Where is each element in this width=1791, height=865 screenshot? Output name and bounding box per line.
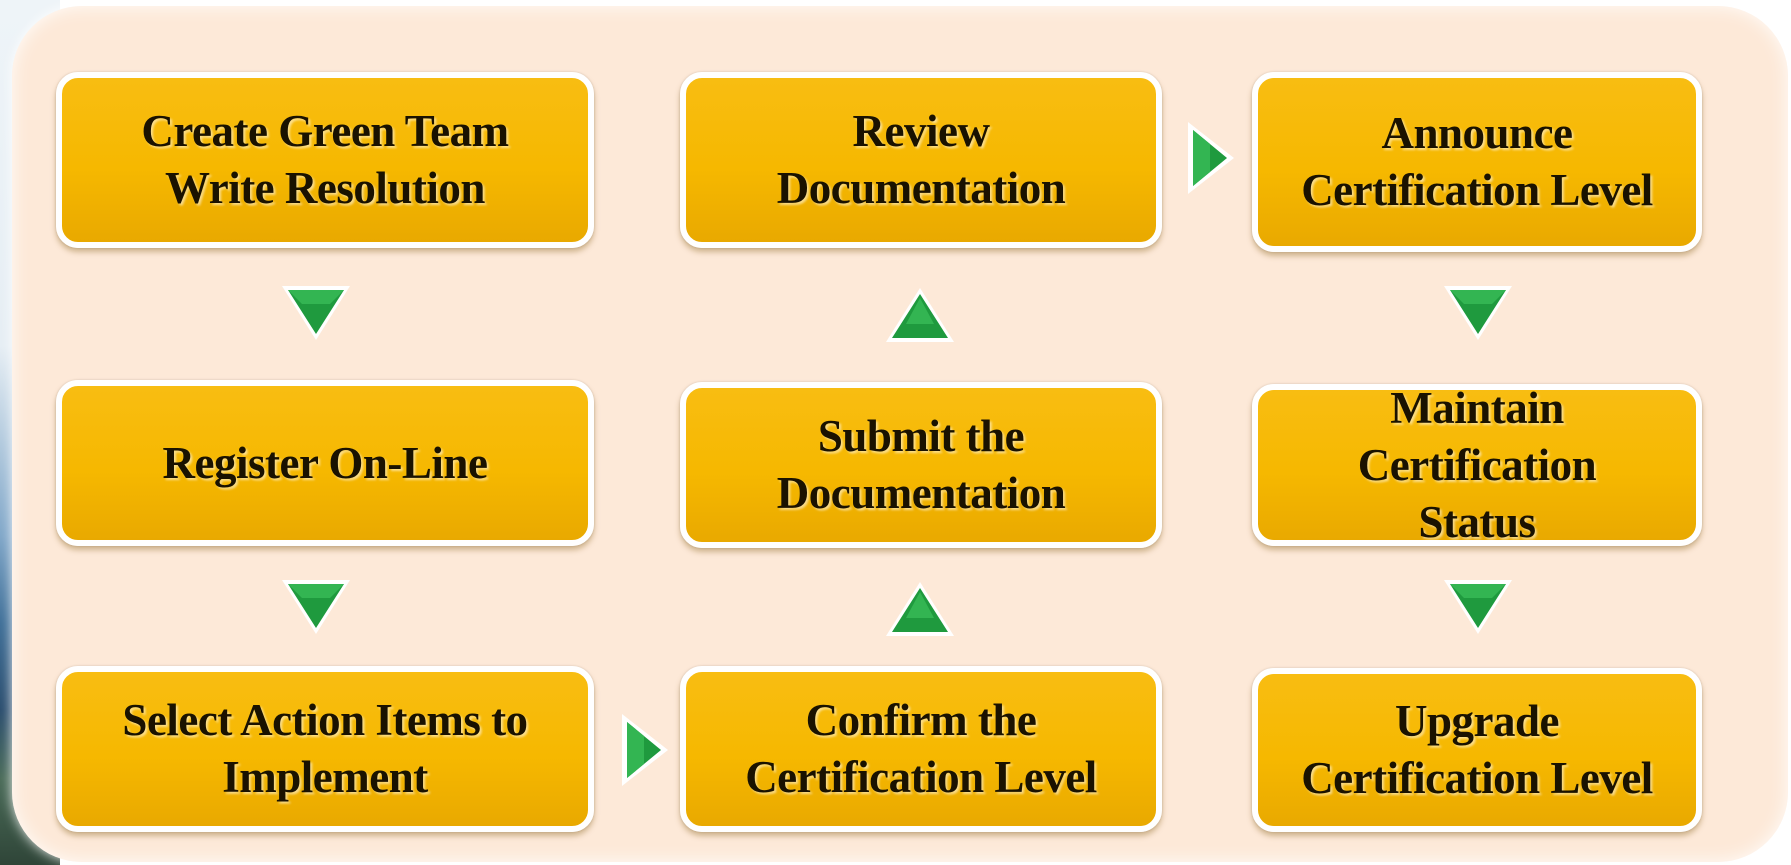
step-label: Maintain Certification Status bbox=[1357, 382, 1597, 547]
arrow-down-icon bbox=[1440, 282, 1516, 344]
arrow-right-icon bbox=[1184, 118, 1238, 198]
step-submit-documentation: Submit the Documentation bbox=[680, 382, 1162, 548]
step-label: Upgrade Certification Level bbox=[1301, 696, 1653, 803]
step-register-online: Register On-Line bbox=[56, 380, 594, 546]
step-review-documentation: Review Documentation bbox=[680, 72, 1162, 248]
step-confirm-certification: Confirm the Certification Level bbox=[680, 666, 1162, 832]
arrow-down-icon bbox=[278, 576, 354, 638]
step-label: Confirm the Certification Level bbox=[745, 695, 1097, 802]
step-select-action-items: Select Action Items to Implement bbox=[56, 666, 594, 832]
step-label: Announce Certification Level bbox=[1301, 108, 1653, 215]
step-upgrade-certification: Upgrade Certification Level bbox=[1252, 668, 1702, 832]
step-label: Review Documentation bbox=[776, 106, 1066, 213]
arrow-down-icon bbox=[1440, 576, 1516, 638]
step-label: Create Green Team Write Resolution bbox=[141, 106, 509, 213]
step-label: Select Action Items to Implement bbox=[122, 695, 528, 802]
arrow-right-icon bbox=[618, 710, 672, 790]
step-label: Submit the Documentation bbox=[776, 411, 1066, 518]
arrow-up-icon bbox=[882, 284, 958, 346]
step-label: Register On-Line bbox=[162, 437, 488, 488]
step-announce-certification: Announce Certification Level bbox=[1252, 72, 1702, 252]
arrow-down-icon bbox=[278, 282, 354, 344]
step-maintain-certification: Maintain Certification Status bbox=[1252, 383, 1702, 547]
step-create-green-team: Create Green Team Write Resolution bbox=[56, 72, 594, 248]
arrow-up-icon bbox=[882, 578, 958, 640]
